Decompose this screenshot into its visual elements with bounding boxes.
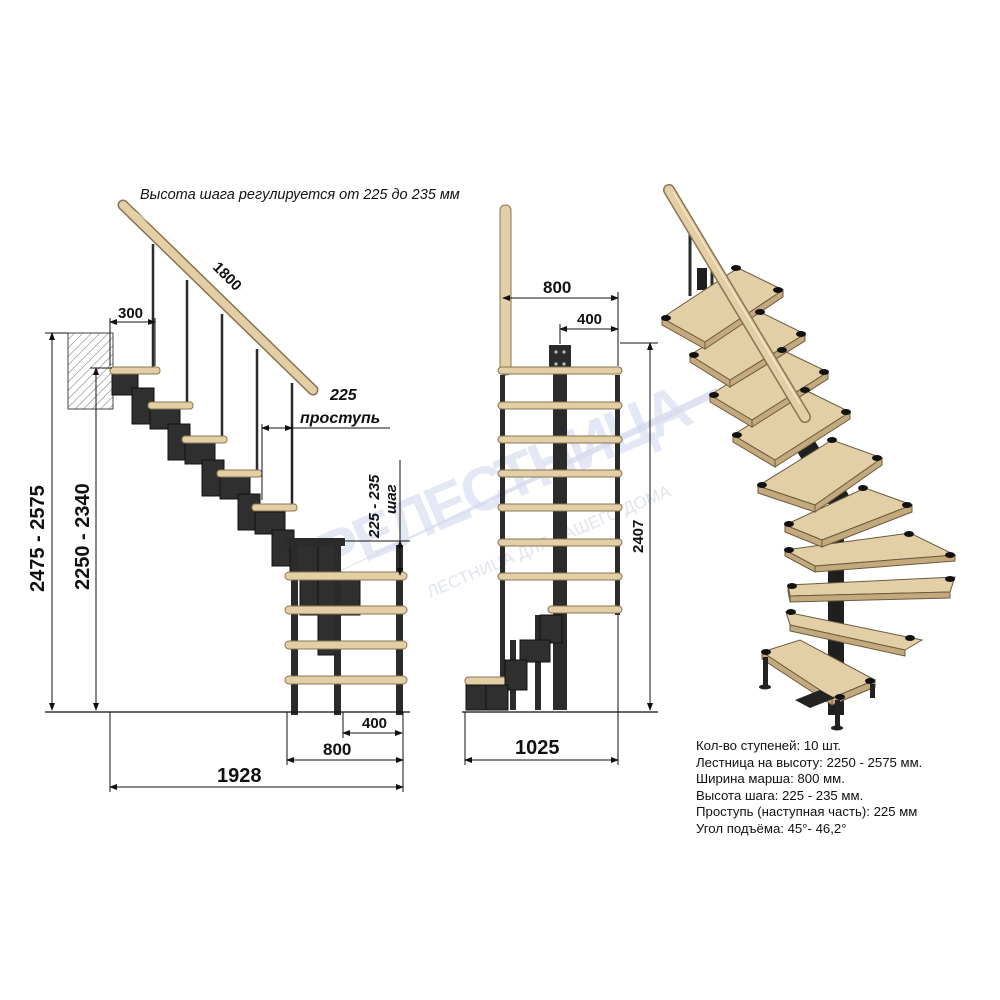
perspective-post-caps [661, 265, 955, 700]
spec-flight-width: Ширина марша: 800 мм. [696, 771, 845, 787]
perspective-view [661, 184, 957, 731]
side-dim-800-label: 800 [323, 740, 351, 759]
spec-angle: Угол подъёма: 45°- 46,2° [696, 820, 847, 836]
perspective-tread-edges [661, 289, 956, 706]
tread-value-label: 225 [329, 387, 358, 404]
side-lower-posts [291, 545, 403, 715]
tread-text-label: проступь [300, 410, 380, 427]
header-note: Высота шага регулируется от 225 до 235 м… [140, 187, 460, 203]
spec-steps-count: Кол-во ступеней: 10 шт. [696, 738, 841, 753]
front-dim-400-label: 400 [577, 311, 602, 328]
front-handrail-post [499, 204, 512, 376]
specifications-list: Кол-во ступеней: 10 шт. Лестница на высо… [696, 738, 922, 838]
spec-height-range: Лестница на высоту: 2250 - 2575 мм. [696, 754, 923, 770]
side-dimension-lines [45, 318, 410, 792]
front-dim-2407-label: 2407 [630, 520, 647, 553]
dim-300-label: 300 [118, 305, 143, 322]
side-landing [285, 538, 345, 546]
spec-tread-depth: Проступь (наступная часть): 225 мм [696, 804, 918, 820]
perspective-posts [759, 657, 875, 731]
side-dim-1928-label: 1928 [217, 765, 262, 787]
front-column [553, 345, 567, 710]
front-dimension-lines [462, 292, 658, 765]
perspective-treads [661, 267, 957, 699]
rise-text-label: шаг [383, 484, 400, 514]
height-floor-label: 2250 - 2340 [72, 483, 94, 590]
front-treads [464, 366, 623, 686]
side-lower-treads [284, 571, 408, 685]
height-total-label: 2475 - 2575 [27, 485, 49, 592]
front-view: 800 400 2407 1025 [462, 204, 658, 765]
front-dim-800-label: 800 [543, 278, 571, 297]
wall-block [67, 332, 114, 410]
front-winder-blocks [465, 614, 563, 711]
side-view: 1800 300 225 проступь 225 - 235 шаг 2475… [27, 199, 410, 792]
front-dim-1025-label: 1025 [515, 737, 560, 759]
rise-value-label: 225 - 235 [366, 474, 383, 539]
spec-step-rise: Высота шага: 225 - 235 мм. [696, 787, 864, 803]
side-treads [109, 366, 298, 512]
side-dim-400-label: 400 [362, 715, 387, 732]
